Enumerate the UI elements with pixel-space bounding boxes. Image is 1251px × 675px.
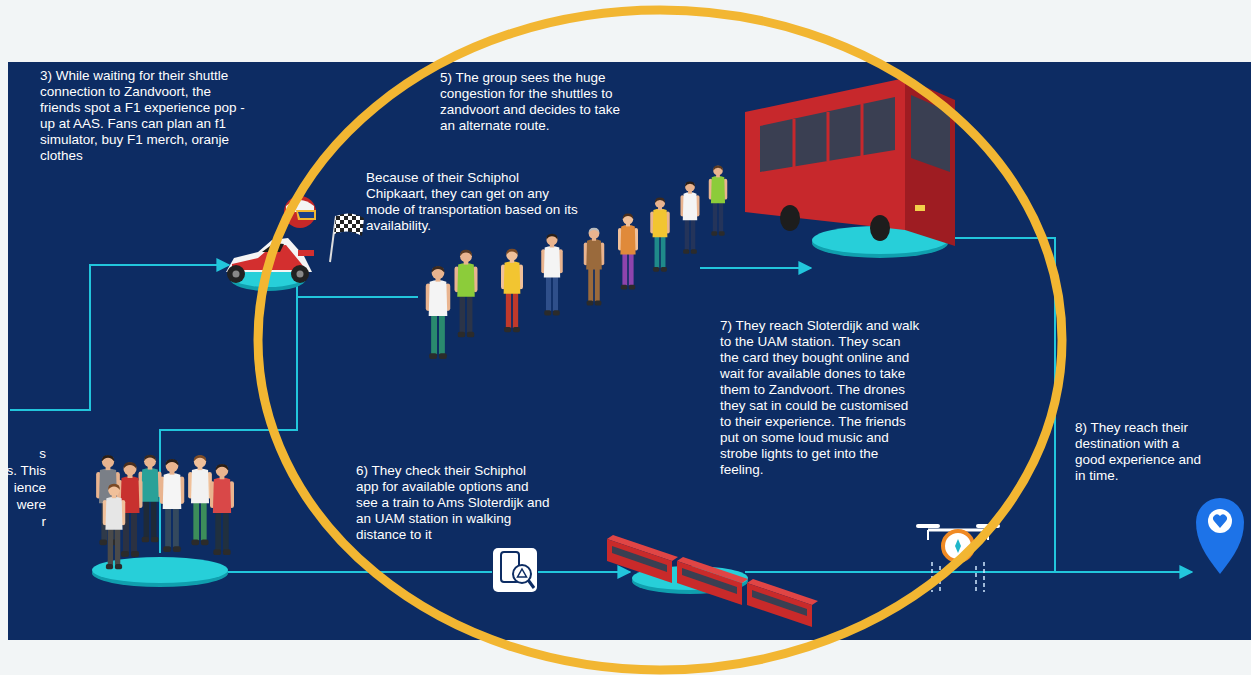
route-line (538, 571, 630, 573)
person (210, 464, 234, 555)
step-text: 3) While waiting for their shuttle conne… (40, 68, 255, 164)
person (455, 250, 478, 337)
cut-off-text: s (2, 446, 46, 462)
person (650, 198, 670, 272)
cut-off-text: s. This (2, 463, 46, 479)
app-search-icon (493, 548, 537, 592)
person (501, 249, 523, 333)
person (160, 459, 185, 552)
platforms (92, 226, 948, 594)
step-text: 8) They reach their destination with a g… (1075, 420, 1210, 484)
cut-off-text: r (2, 514, 46, 530)
destination-pin (1196, 498, 1244, 574)
step-text: 6) They check their Schiphol app for ava… (356, 463, 552, 543)
cut-off-text: ience (2, 480, 46, 496)
cut-off-text: were (2, 497, 46, 513)
step-text: 5) The group sees the huge congestion fo… (440, 70, 635, 134)
step-text: 7) They reach Sloterdijk and walk to the… (720, 318, 920, 478)
route-line (297, 296, 418, 298)
highlight-circle (258, 10, 1062, 670)
checkered-flag (330, 213, 364, 262)
person (188, 455, 212, 545)
route-line (10, 265, 229, 410)
person (541, 234, 563, 316)
route-lines (10, 238, 1192, 572)
friends-group (96, 455, 234, 569)
route-line (225, 571, 492, 573)
bus (745, 78, 955, 246)
route-line (745, 571, 1192, 573)
person (709, 165, 728, 235)
person (584, 228, 605, 306)
person (426, 266, 451, 359)
person (103, 484, 126, 570)
note-text: Because of their Schiphol Chipkaart, the… (366, 170, 581, 234)
train (607, 535, 818, 627)
person (681, 182, 700, 254)
route-line (700, 267, 811, 269)
person (618, 214, 638, 290)
